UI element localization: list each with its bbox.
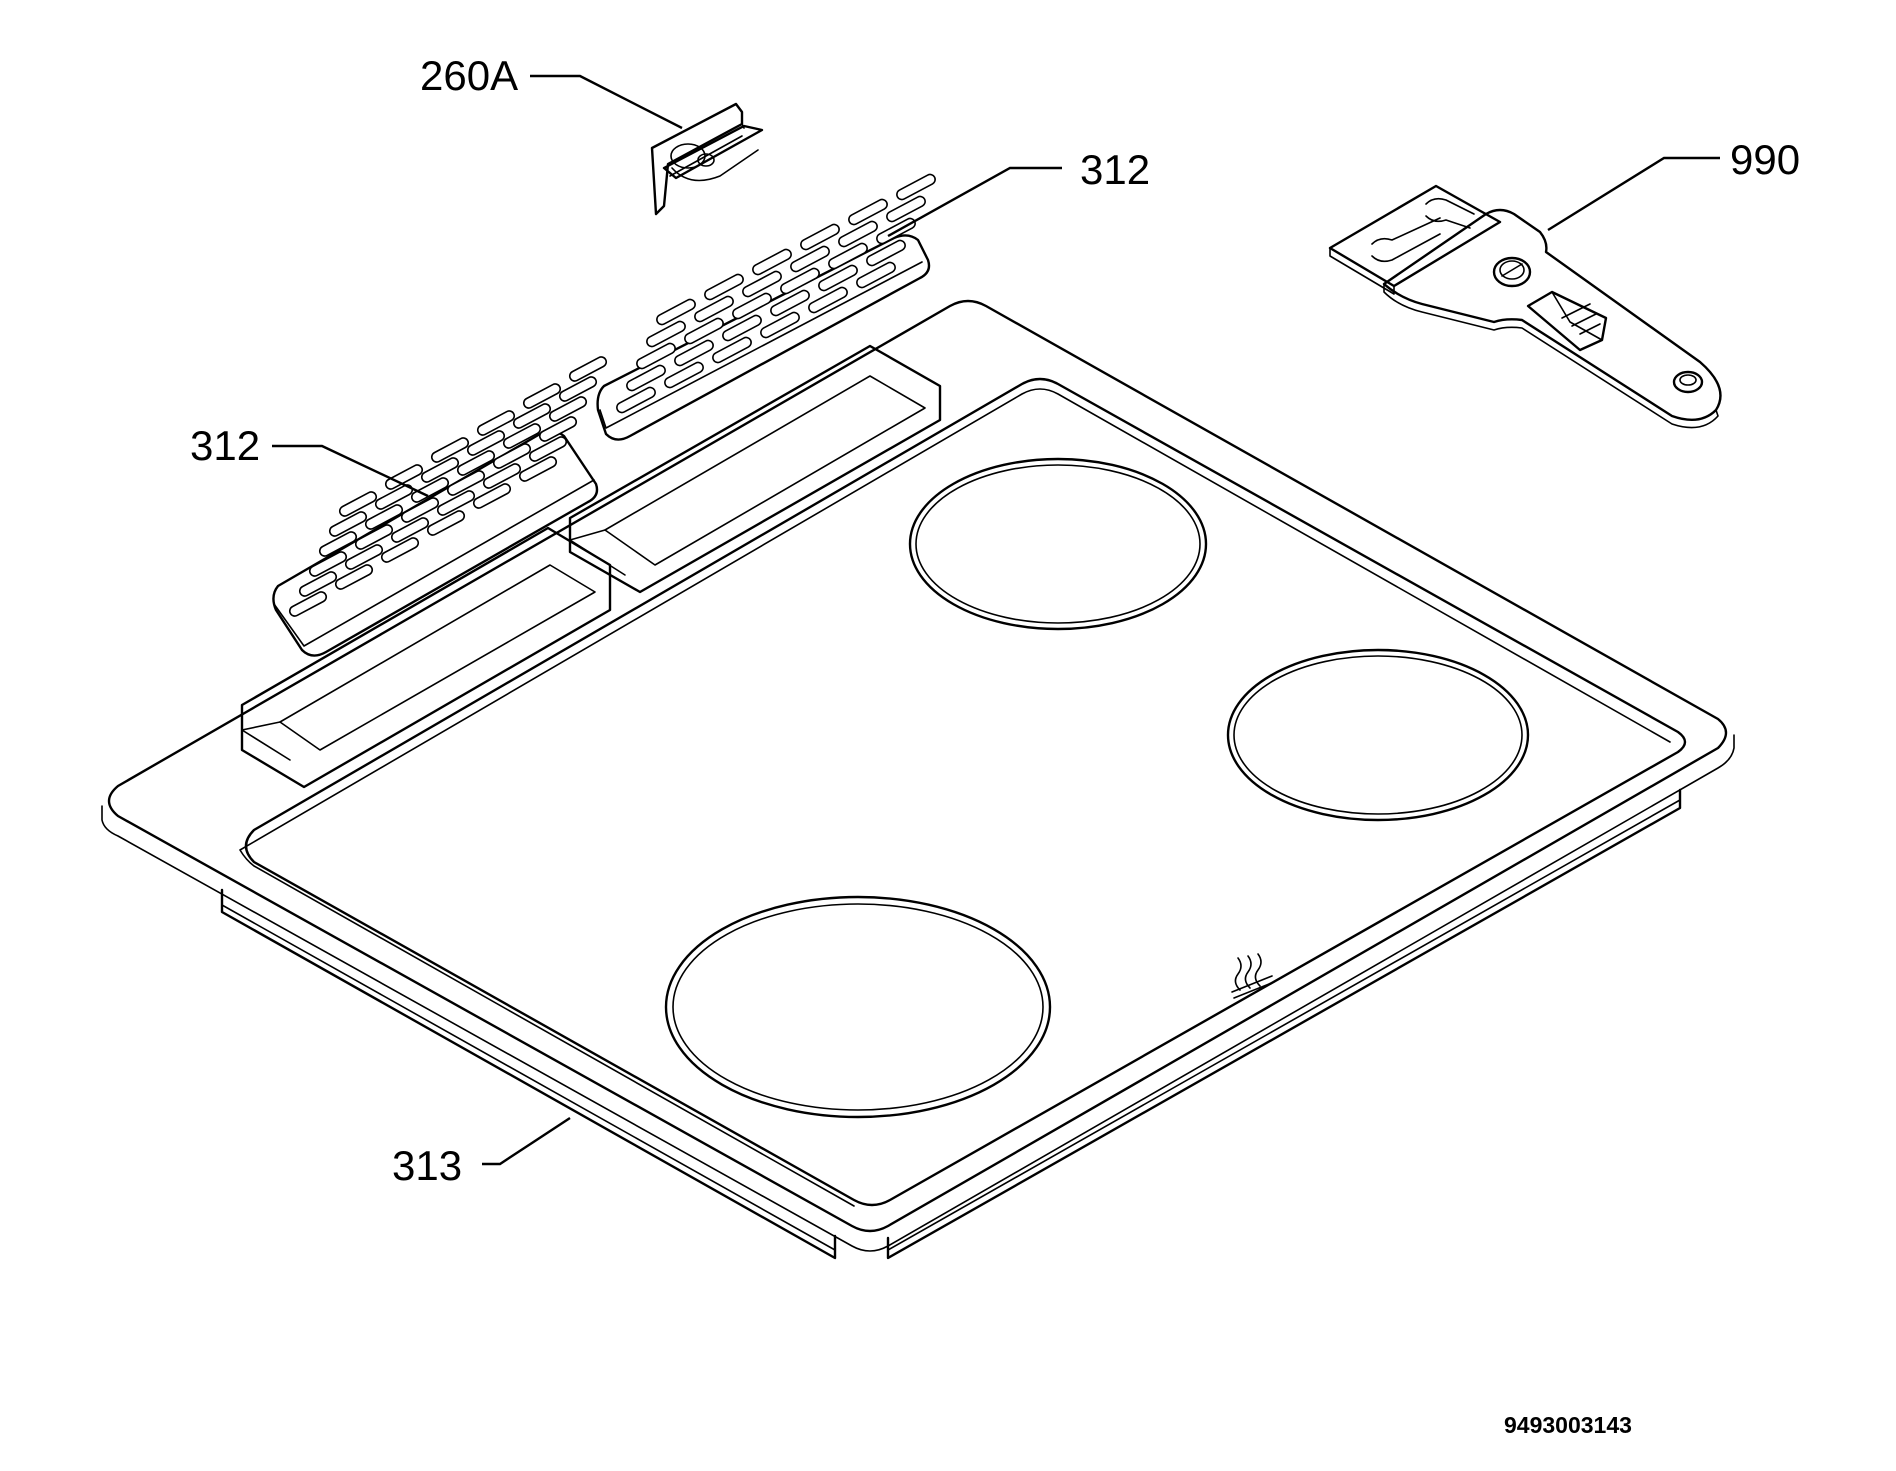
leader-grille-back <box>887 166 1062 238</box>
grille-slot <box>770 289 810 317</box>
mounting-clip-icon <box>650 102 764 216</box>
grille-slot <box>558 376 598 402</box>
cooking-zone-back <box>908 457 1208 631</box>
grille-slot <box>492 443 532 469</box>
grille-slot <box>390 517 430 543</box>
grille-slot <box>528 436 568 462</box>
grille-slot <box>848 198 888 226</box>
grille-slot <box>502 423 542 449</box>
grille-slot <box>616 386 656 414</box>
grille-slot <box>808 286 848 314</box>
grille-slot <box>472 483 512 509</box>
hob-skirt-right <box>886 788 1682 1260</box>
document-number: 9493003143 <box>1504 1412 1632 1438</box>
grille-slot <box>760 311 800 339</box>
grille-slot <box>436 490 476 516</box>
grille-slot <box>800 223 840 251</box>
heat-warning-icon <box>1231 953 1275 999</box>
leader-tool <box>1547 156 1720 232</box>
grille-slot <box>344 544 384 570</box>
grille-slot <box>518 456 558 482</box>
grille-slots <box>616 173 936 414</box>
grille-slot <box>684 317 724 345</box>
grille-slot <box>656 298 696 326</box>
leader-hob-frame <box>482 1116 571 1166</box>
grille-slot <box>400 497 440 523</box>
grille-slot <box>646 320 686 348</box>
grille-slot <box>308 551 348 577</box>
leader-grille-front <box>272 444 429 498</box>
grille-slot <box>430 437 470 463</box>
leader-lines <box>272 74 1720 1166</box>
grille-slot <box>338 491 378 517</box>
grille-slot <box>318 531 358 557</box>
grille-slot <box>512 403 552 429</box>
grille-slot <box>288 591 328 617</box>
grille-slot <box>636 342 676 370</box>
grille-slot <box>426 510 466 536</box>
grille-slot <box>732 292 772 320</box>
label-hob-frame: 313 <box>392 1142 462 1189</box>
grille-slot <box>476 410 516 436</box>
grille-slot <box>334 564 374 590</box>
grille-slot <box>354 524 394 550</box>
grille-slot <box>742 270 782 298</box>
hob-edge-thickness <box>101 734 1735 1252</box>
grille-slot <box>886 195 926 223</box>
leader-clip <box>530 74 683 130</box>
grille-slot <box>838 220 878 248</box>
grille-slot <box>780 267 820 295</box>
label-grille-back: 312 <box>1080 146 1150 193</box>
label-clip: 260A <box>420 52 518 99</box>
vent-grille-icon <box>596 173 936 441</box>
grille-slot <box>664 361 704 389</box>
grille-slot <box>380 537 420 563</box>
grille-slot <box>752 248 792 276</box>
grille-slot <box>410 477 450 503</box>
grille-slots <box>288 356 608 617</box>
hob-outer-edge <box>107 299 1728 1233</box>
grille-slot <box>790 245 830 273</box>
grille-slot <box>466 430 506 456</box>
grille-slot <box>548 396 588 422</box>
grille-slot <box>866 239 906 267</box>
grille-slot <box>446 470 486 496</box>
control-recess-front <box>240 526 612 789</box>
grille-slot <box>626 364 666 392</box>
grille-slot <box>704 273 744 301</box>
grille-slot <box>722 314 762 342</box>
grille-slot <box>456 450 496 476</box>
grille-slot <box>828 242 868 270</box>
grille-slot <box>328 511 368 537</box>
grille-slot <box>818 264 858 292</box>
grille-slot <box>674 339 714 367</box>
grille-slot <box>522 383 562 409</box>
grille-slot <box>712 336 752 364</box>
hob-skirt-left <box>220 888 837 1260</box>
label-tool: 990 <box>1730 136 1800 183</box>
control-recess-back <box>568 344 942 594</box>
cooking-zone-right <box>1226 648 1530 822</box>
removal-tool-icon <box>1328 184 1722 429</box>
grille-slot <box>298 571 338 597</box>
grille-slot <box>482 463 522 489</box>
cooking-zone-front <box>664 895 1052 1119</box>
grille-slot <box>694 295 734 323</box>
label-grille-front: 312 <box>190 422 260 469</box>
grille-slot <box>856 261 896 289</box>
grille-slot <box>420 457 460 483</box>
hob-glass-edge <box>239 388 1671 1207</box>
grille-slot <box>384 464 424 490</box>
grille-slot <box>896 173 936 201</box>
grille-slot <box>568 356 608 382</box>
grille-slot <box>364 504 404 530</box>
grille-slot <box>538 416 578 442</box>
vent-grille-icon <box>272 356 608 657</box>
hob-frame <box>101 299 1735 1260</box>
hob-inner-rim <box>244 377 1687 1207</box>
